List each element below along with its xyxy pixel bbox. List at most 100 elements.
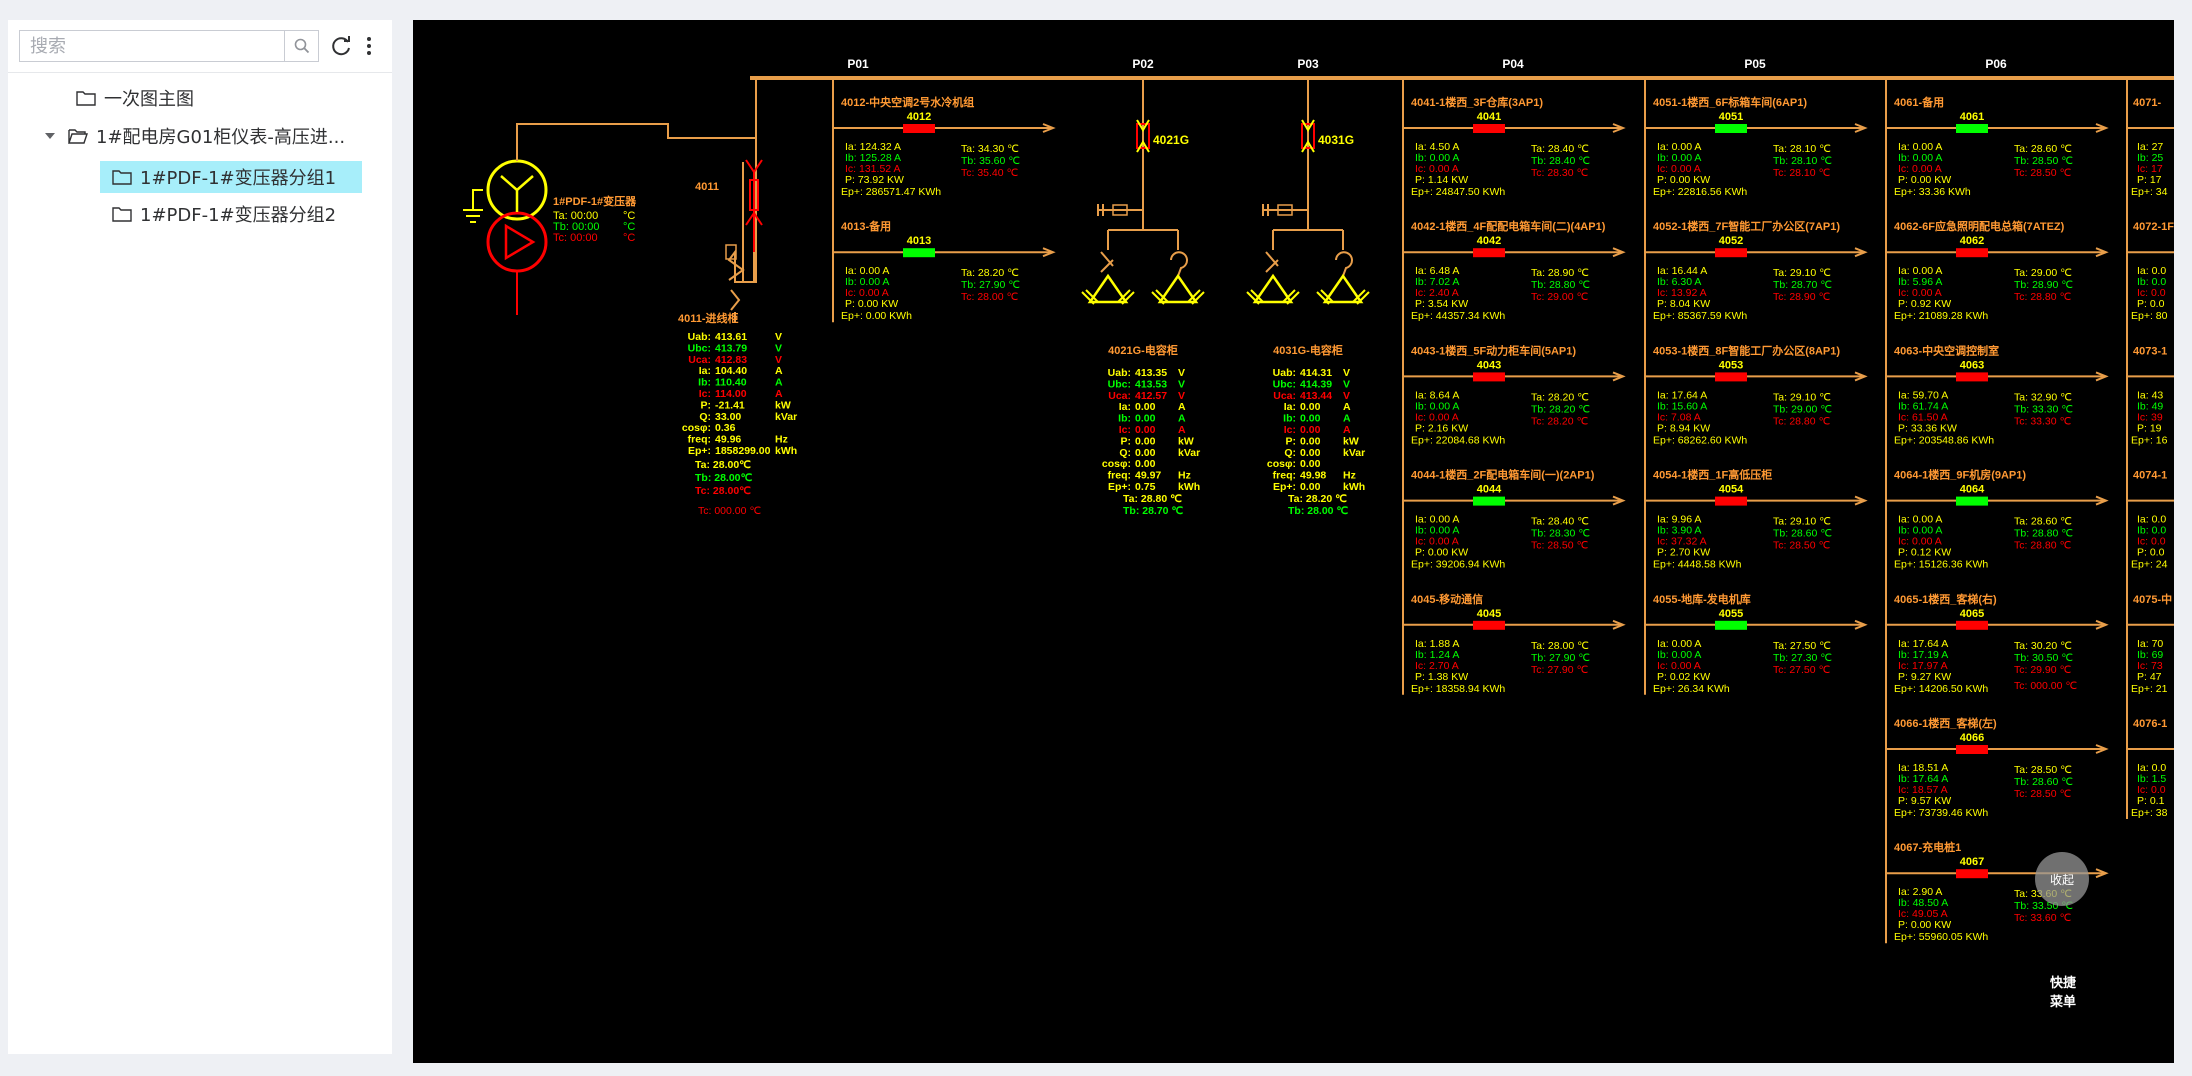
bus-label-p05: P05 <box>1744 57 1766 71</box>
capacitor-key: cosφ: <box>1267 458 1296 470</box>
capacitor-key: Uca: <box>1273 390 1296 402</box>
feeder-ta: Ta: 27.50 ℃ <box>1773 640 1831 652</box>
feeder-ib: Ib: 3.90 A <box>1657 525 1701 537</box>
capacitor-value: 0.00 <box>1300 435 1321 447</box>
partial-ep: Ep+: 34 <box>2131 186 2168 198</box>
feeder-p: P: 2.16 KW <box>1415 422 1468 434</box>
capacitor-value: 0.00 <box>1135 447 1156 459</box>
incoming-unit: kW <box>775 399 791 411</box>
feeder-tb: Tb: 27.90 ℃ <box>1531 652 1590 664</box>
feeder-status-bar <box>1956 124 1988 133</box>
capacitor-disconnector <box>1100 251 1114 273</box>
feeder-tc: Tc: 33.30 ℃ <box>2014 415 2072 427</box>
search-button[interactable] <box>284 31 318 61</box>
collapse-button[interactable]: 收起 <box>2035 852 2089 906</box>
search-input[interactable] <box>20 31 286 61</box>
incoming-unit: Hz <box>775 434 788 446</box>
incoming-value: 413.61 <box>715 331 747 343</box>
feeder-ib: Ib: 61.74 A <box>1898 400 1948 412</box>
feeder-p: P: 73.92 KW <box>845 174 904 186</box>
feeder-tb: Tb: 30.50 ℃ <box>2014 652 2073 664</box>
feeder-ep: Ep+: 286571.47 KWh <box>841 186 941 198</box>
quick-menu-button[interactable]: 快捷 菜单 <box>2033 974 2093 1012</box>
feeder-id: 4065 <box>1960 608 1984 620</box>
feeder-ib: Ib: 15.60 A <box>1657 400 1707 412</box>
capacitor-value: 0.75 <box>1135 481 1156 493</box>
partial-feeder-title: 4073-1 <box>2133 345 2167 357</box>
feeder-title: 4066-1楼西_客梯(左) <box>1894 716 1997 730</box>
feeder-ia: Ia: 0.00 A <box>1898 141 1942 153</box>
incoming-key: Uca: <box>688 354 711 366</box>
feeder-id: 4066 <box>1960 732 1984 744</box>
tree-node-transformer-group-2[interactable]: 1#PDF-1#变压器分组2 <box>100 198 336 230</box>
feeder-title: 4045-移动通信 <box>1411 592 1483 606</box>
feeder-tb: Tb: 28.20 ℃ <box>1531 403 1590 415</box>
feeder-tb: Tb: 28.80 ℃ <box>1531 279 1590 291</box>
feeder-title: 4064-1楼西_9F机房(9AP1) <box>1894 468 2026 482</box>
feeder-tc: Tc: 28.50 ℃ <box>2014 788 2072 800</box>
feeder-tb: Tb: 33.30 ℃ <box>2014 403 2073 415</box>
tree-node-g01-meter[interactable]: 1#配电房G01柜仪表-高压进... <box>44 120 345 152</box>
feeder-ib: Ib: 7.02 A <box>1415 276 1459 288</box>
feeder-id: 4042 <box>1477 235 1501 247</box>
capacitor-gid: 4031G <box>1318 133 1354 147</box>
capacitor-value: 0.00 <box>1300 458 1321 470</box>
feeder-status-bar <box>1473 620 1505 630</box>
capacitor-reactor <box>1335 251 1353 277</box>
feeder-ia: Ia: 17.64 A <box>1898 638 1948 650</box>
feeder-p: P: 3.54 KW <box>1415 298 1468 310</box>
capacitor-unit: kWh <box>1178 481 1200 493</box>
partial-p: P: 47 <box>2137 671 2162 683</box>
feeder-ib: Ib: 1.24 A <box>1415 649 1459 661</box>
feeder-ia: Ia: 16.44 A <box>1657 265 1707 277</box>
incoming-key: Ubc: <box>688 342 711 354</box>
feeder-arrow <box>1612 495 1626 506</box>
tree-node-transformer-group-1[interactable]: 1#PDF-1#变压器分组1 <box>100 161 362 193</box>
feeder-tb: Tb: 29.00 ℃ <box>1773 403 1832 415</box>
partial-ic: Ic: 39 <box>2137 411 2163 423</box>
feeder-tb: Tb: 28.50 ℃ <box>2014 155 2073 167</box>
refresh-button[interactable] <box>326 30 356 62</box>
feeder-ta: Ta: 29.10 ℃ <box>1773 267 1831 279</box>
partial-p: P: 0.0 <box>2137 298 2165 310</box>
feeder-ib: Ib: 6.30 A <box>1657 276 1701 288</box>
feeder-arrow <box>1612 123 1626 133</box>
capacitor-value: 0.00 <box>1300 447 1321 459</box>
incoming-value: 413.79 <box>715 342 747 354</box>
feeder-arrow <box>1854 371 1868 382</box>
feeder-id: 4051 <box>1719 111 1743 123</box>
feeder-title: 4043-1楼西_5F动力柜车间(5AP1) <box>1411 343 1576 357</box>
feeder-ta: Ta: 28.90 ℃ <box>1531 267 1589 279</box>
ct-symbol <box>725 244 737 260</box>
feeder-p: P: 0.00 KW <box>1415 547 1468 559</box>
feeder-id: 4012 <box>907 111 931 123</box>
capacitor-unit: kVar <box>1178 447 1200 459</box>
capacitor-value: 49.97 <box>1135 470 1161 482</box>
caret-down-icon[interactable] <box>44 130 56 142</box>
tree-node-main-diagram[interactable]: 一次图主图 <box>76 82 194 114</box>
incoming-key: Ia: <box>699 365 711 377</box>
partial-ep: Ep+: 16 <box>2131 434 2168 446</box>
capacitor-breaker-frame <box>1136 123 1150 149</box>
feeder-ep: Ep+: 18358.94 KWh <box>1411 683 1505 695</box>
partial-ic: Ic: 17 <box>2137 163 2163 175</box>
feeder-p: P: 0.00 KW <box>1898 174 1951 186</box>
feeder-ic: Ic: 0.00 A <box>1898 163 1942 175</box>
capacitor-value: 0.00 <box>1135 401 1156 413</box>
capacitor-branch-lines <box>1272 198 1344 250</box>
capacitor-plates <box>1151 289 1205 305</box>
incoming-key: Ep+: <box>688 445 711 457</box>
partial-ib: Ib: 25 <box>2137 152 2163 164</box>
ground-icon <box>463 189 483 223</box>
more-menu-button[interactable] <box>360 30 378 62</box>
capacitor-bank-delta <box>1087 273 1129 304</box>
capacitor-tb: Tb: 28.70 ℃ <box>1123 505 1183 517</box>
capacitor-title: 4021G-电容柜 <box>1108 343 1178 357</box>
capacitor-value: 413.53 <box>1135 378 1167 390</box>
feeder-id: 4044 <box>1477 484 1502 496</box>
feeder-id: 4061 <box>1960 111 1984 123</box>
tree-node-label: 1#配电房G01柜仪表-高压进... <box>96 127 346 148</box>
feeder-ep: Ep+: 22084.68 KWh <box>1411 434 1505 446</box>
feeder-ic: Ic: 0.00 A <box>1657 660 1701 672</box>
feeder-tb: Tb: 28.40 ℃ <box>1531 155 1590 167</box>
